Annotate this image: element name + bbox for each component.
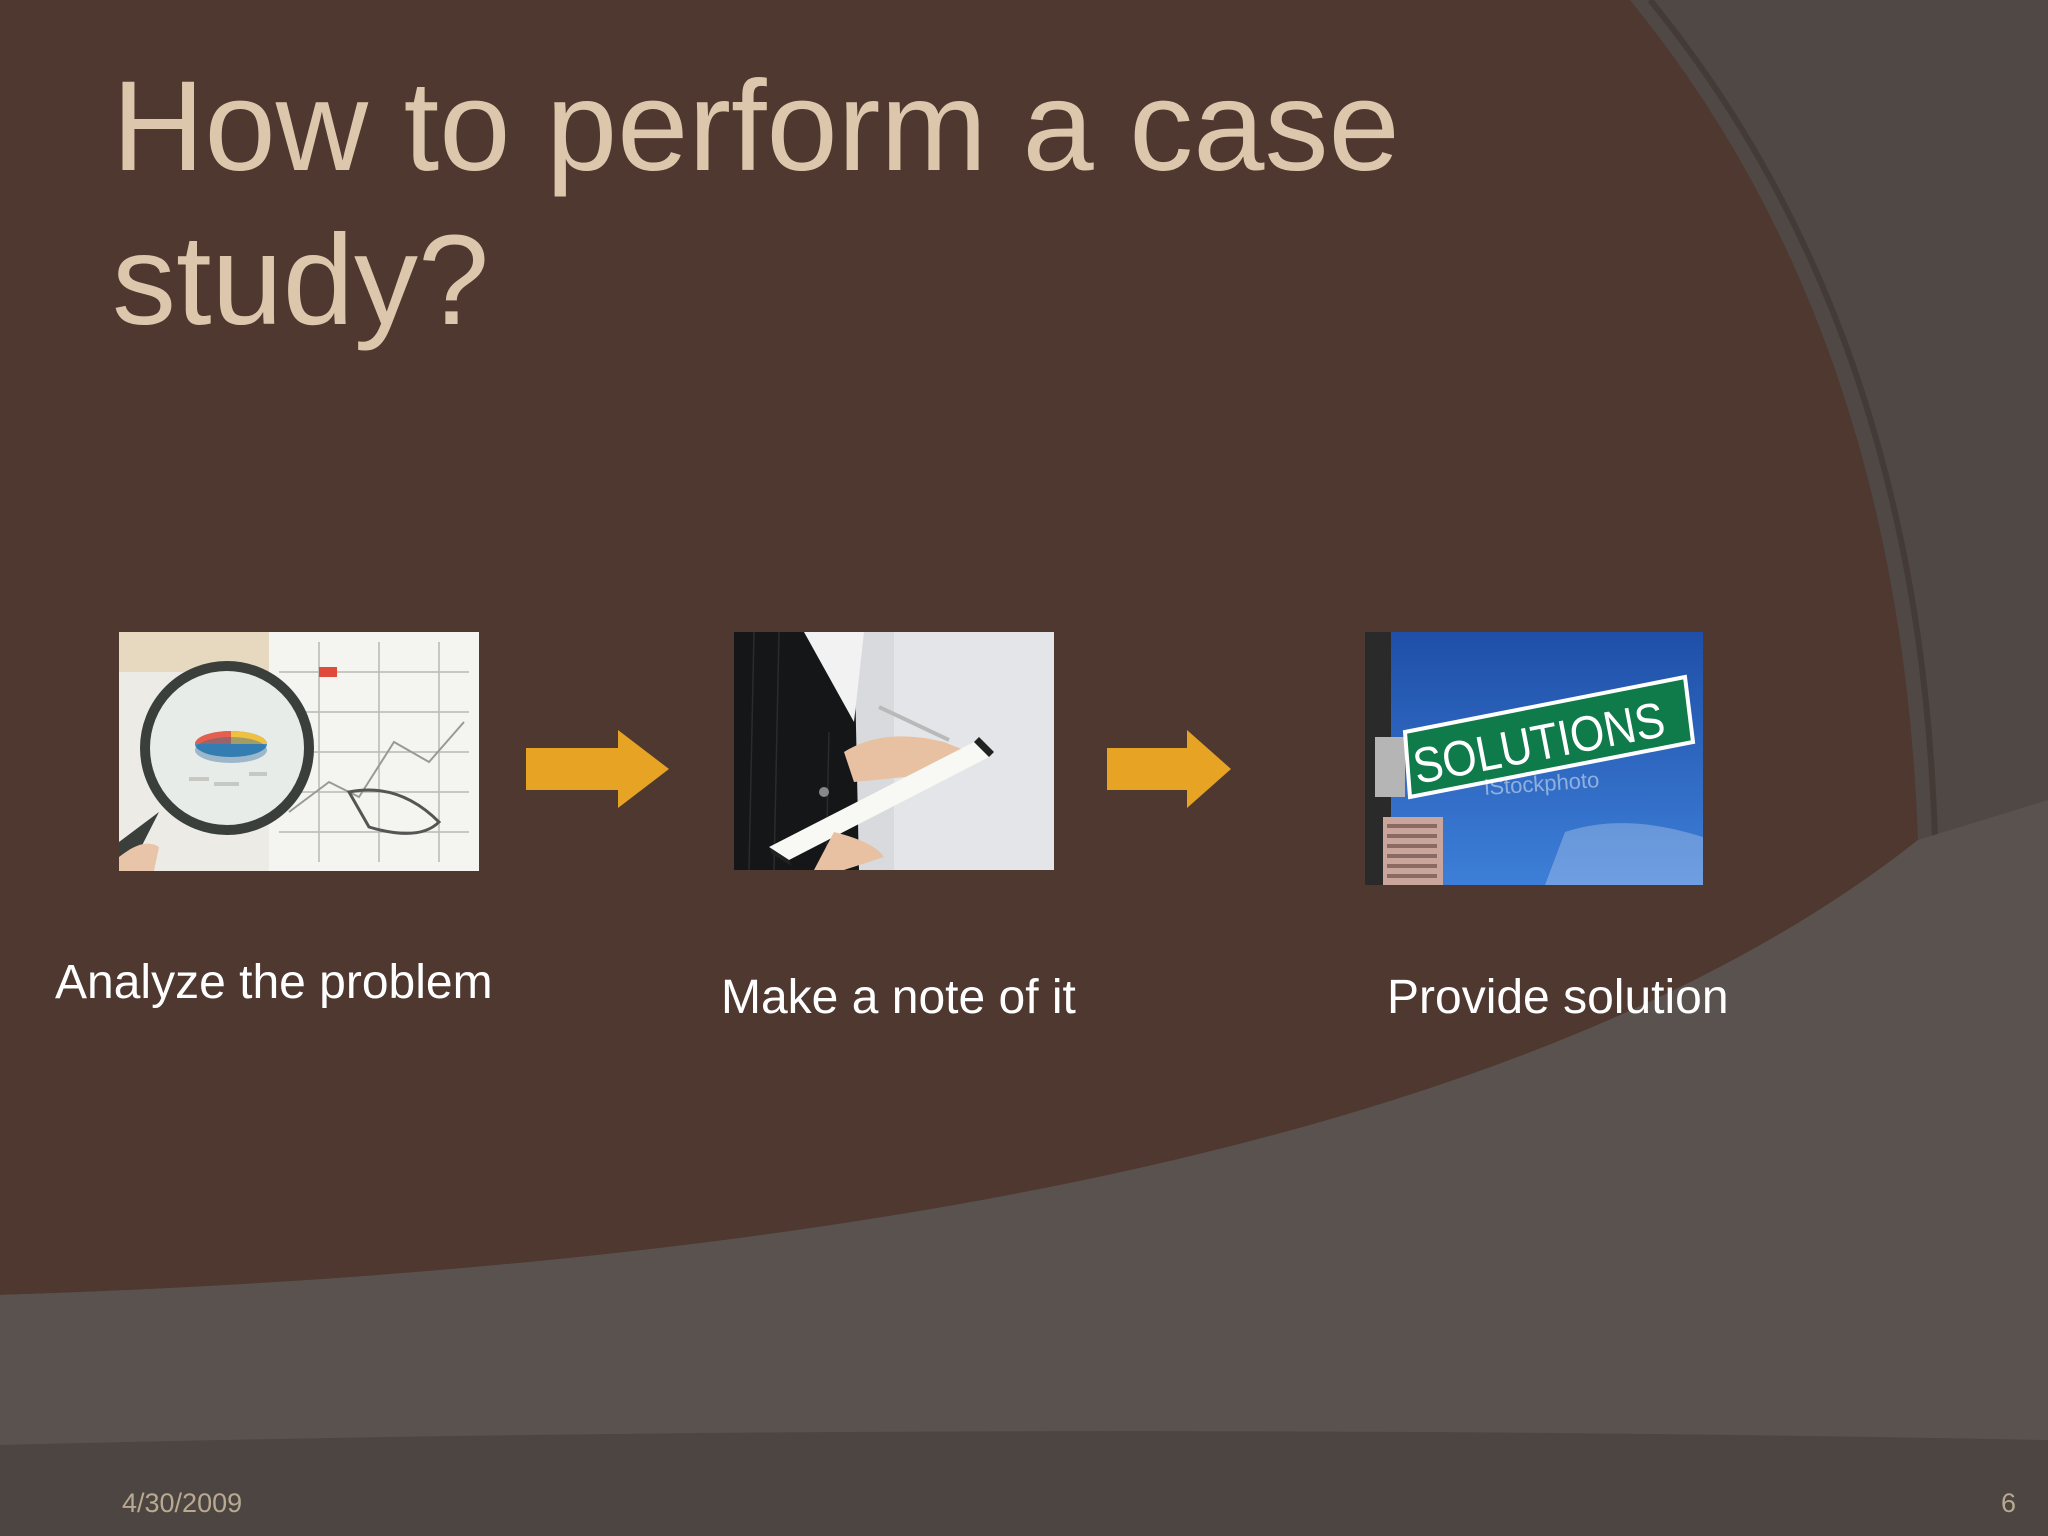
- person-writing-notebook-image: [734, 632, 1054, 870]
- arrow-right-icon: [1107, 730, 1231, 808]
- magnifying-glass-chart-image: [119, 632, 479, 871]
- page-number: 6: [2000, 1488, 2016, 1518]
- step-caption-solution: Provide solution: [1387, 971, 1729, 1024]
- footer-date: 4/30/2009: [122, 1488, 243, 1518]
- slide-title: How to perform a case study?: [112, 55, 1400, 352]
- solutions-street-sign-image: SOLUTIONS iStockphoto: [1365, 632, 1703, 885]
- arrow-right-icon: [526, 730, 669, 808]
- step-caption-note: Make a note of it: [721, 971, 1076, 1024]
- step-caption-analyze: Analyze the problem: [55, 956, 493, 1009]
